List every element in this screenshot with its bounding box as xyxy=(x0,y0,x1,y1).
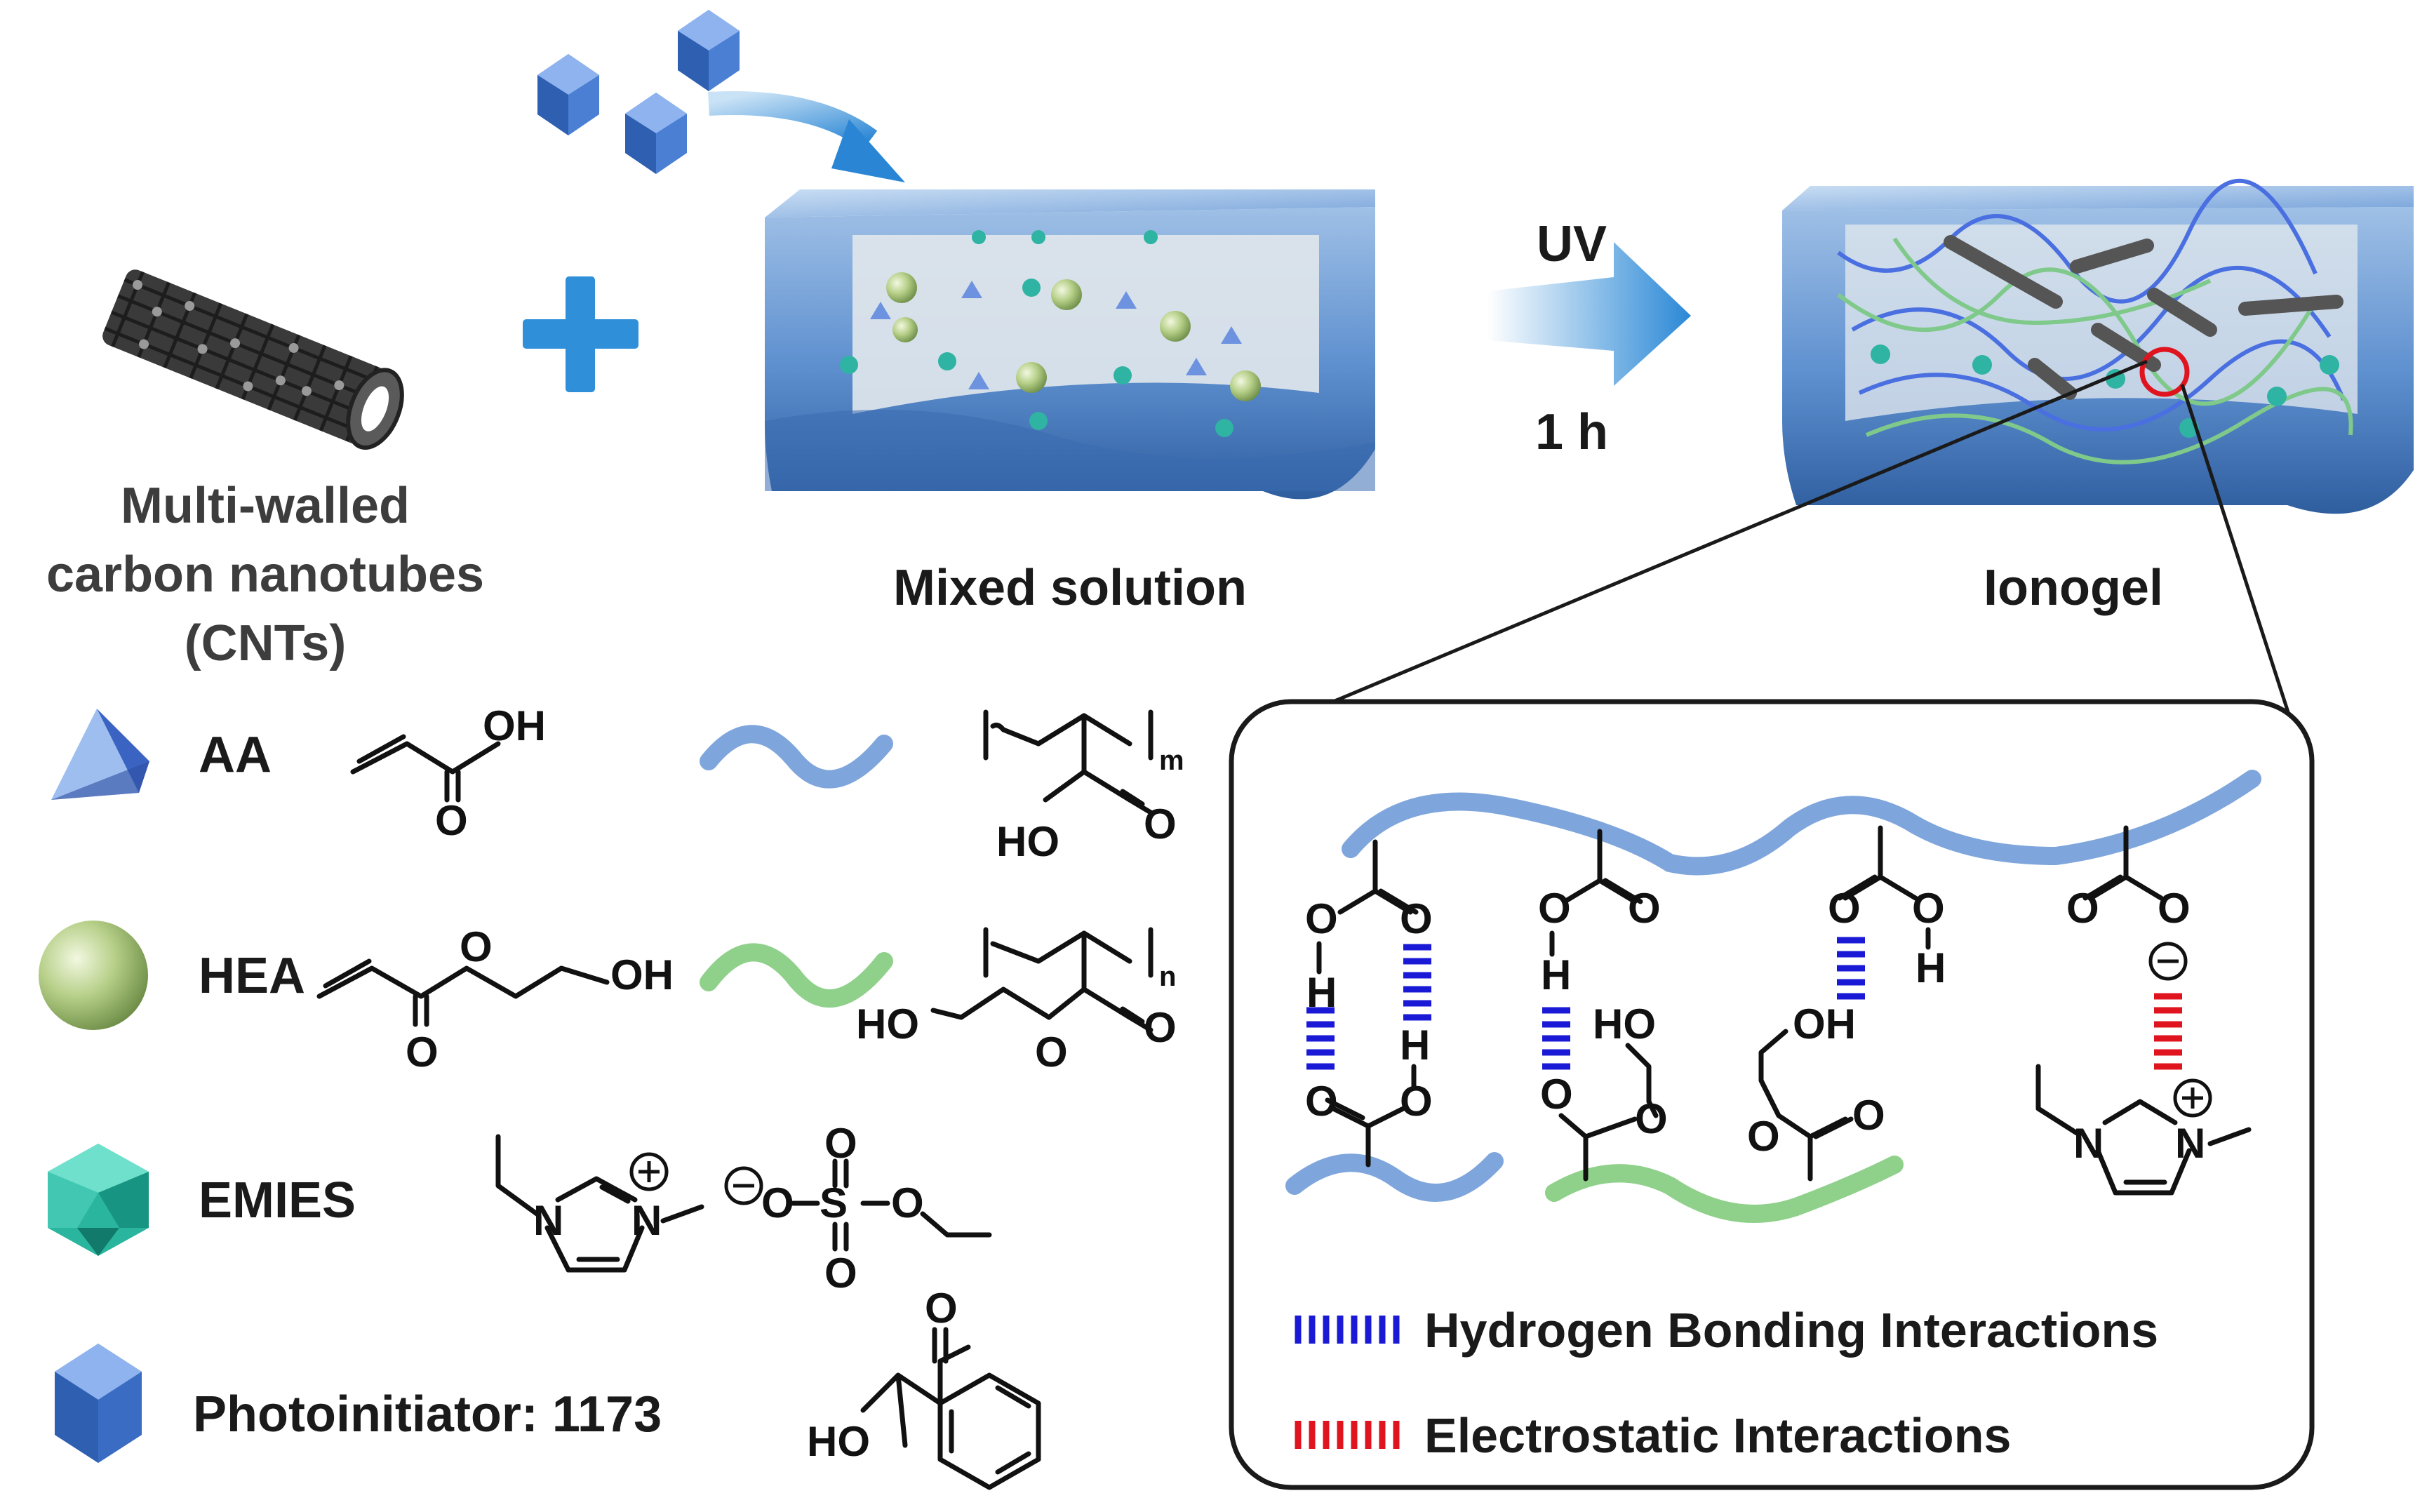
inset-oh-c: OH xyxy=(1793,1001,1856,1048)
inset-phea-chain xyxy=(1545,1156,1904,1223)
aa-label: AA xyxy=(199,727,272,783)
paa-ho-text: HO xyxy=(996,818,1059,865)
emies-o-ester-text: O xyxy=(891,1179,924,1226)
aa-oh-text: OH xyxy=(483,702,546,749)
photoinitiator-o-text: O xyxy=(925,1285,958,1332)
emies-o-bottom-text: O xyxy=(824,1250,857,1297)
photoinitiator-ho-text: HO xyxy=(807,1418,870,1465)
paa-structure: m HO O xyxy=(983,709,1184,865)
inset-o-e1: O xyxy=(2066,885,2099,932)
aa-o-text: O xyxy=(435,797,468,844)
inset-h-b1: H xyxy=(1541,951,1571,998)
emies-o-top-text: O xyxy=(824,1120,857,1167)
hea-o2-text: O xyxy=(406,1029,439,1076)
inset-n1: N xyxy=(2073,1120,2104,1167)
plus-icon xyxy=(523,276,638,392)
inset-o-d1: O xyxy=(1828,885,1861,932)
inset-paa-chain-top xyxy=(1342,770,2261,876)
emies-label: EMIES xyxy=(199,1172,356,1229)
inset-hbond-2 xyxy=(1542,1007,1570,1070)
inset-o-b3: O xyxy=(1540,1071,1573,1118)
phea-structure: n HO O O xyxy=(856,927,1177,1076)
paa-m-text: m xyxy=(1159,745,1184,776)
photoinitiator-label: Photoinitiator: 1173 xyxy=(193,1386,662,1443)
inset-o-d2: O xyxy=(1912,885,1945,932)
inset-electrostatic xyxy=(2154,993,2182,1070)
inset-o-e2: O xyxy=(2158,885,2191,932)
aa-structure: OH O xyxy=(350,702,546,844)
electrostatic-legend-swatch xyxy=(1295,1421,1400,1449)
inset-o-a2: O xyxy=(1400,895,1433,942)
phea-o2-text: O xyxy=(1144,1004,1177,1051)
paa-chain-swatch xyxy=(700,725,893,789)
hbond-legend-swatch xyxy=(1295,1316,1400,1344)
ionogel-label: Ionogel xyxy=(1984,560,2163,616)
hbond-legend-label: Hydrogen Bonding Interactions xyxy=(1424,1303,2158,1358)
inset-n2: N xyxy=(2175,1120,2205,1167)
paa-o-text: O xyxy=(1144,801,1177,848)
cnt-illustration xyxy=(102,269,404,450)
inset-o-c1: O xyxy=(1747,1113,1780,1160)
emies-n2-text: N xyxy=(631,1197,662,1244)
photoinitiator-crystal-icon xyxy=(55,1344,142,1463)
inset-hbond-1 xyxy=(1306,944,1431,1070)
uv-arrow xyxy=(1487,242,1691,386)
mixed-solution-box xyxy=(765,189,1375,500)
hea-o1-text: O xyxy=(460,923,493,970)
hea-label: HEA xyxy=(199,948,305,1004)
phea-ho-text: HO xyxy=(856,1001,919,1048)
time-label: 1 h xyxy=(1535,404,1608,460)
cnt-label-line3: (CNTs) xyxy=(185,615,347,671)
inset-h-a2: H xyxy=(1400,1022,1430,1069)
inset-o-b1: O xyxy=(1538,885,1571,932)
electrostatic-legend-label: Electrostatic Interactions xyxy=(1424,1408,2011,1463)
interaction-inset: O O H H O O O O H O O HO O O OH xyxy=(1229,699,2315,1490)
inset-hbond-3 xyxy=(1837,937,1865,1000)
inset-ho-b: HO xyxy=(1593,1001,1656,1048)
ionogel-box xyxy=(1782,178,2414,514)
phea-chain-swatch xyxy=(700,943,893,1008)
emies-o-text: O xyxy=(761,1179,794,1226)
hea-oh-text: OH xyxy=(610,951,674,998)
hea-structure: O O OH xyxy=(316,923,674,1076)
zoom-highlight-circle xyxy=(2139,347,2190,397)
emies-icosahedron-icon xyxy=(48,1144,149,1256)
photoinitiator-crystals xyxy=(537,10,740,174)
inset-o-c2: O xyxy=(1852,1092,1885,1139)
inset-paa-chain-bottom xyxy=(1285,1152,1504,1202)
emies-cation-structure: N N xyxy=(495,1134,704,1273)
inset-o-a4: O xyxy=(1400,1078,1433,1125)
emies-n1-text: N xyxy=(533,1197,563,1244)
inset-h-d: H xyxy=(1915,944,1946,991)
cnt-label-line2: carbon nanotubes xyxy=(46,547,484,603)
emies-anion-structure: O S O O O xyxy=(724,1120,992,1297)
aa-tetrahedron-icon xyxy=(51,709,149,800)
cnt-label-line1: Multi-walled xyxy=(121,478,410,534)
phea-n-text: n xyxy=(1159,961,1176,992)
inset-o-b2: O xyxy=(1628,885,1661,932)
mixed-solution-label: Mixed solution xyxy=(893,560,1247,616)
hea-sphere-icon xyxy=(39,921,148,1030)
photoinitiator-structure: O HO xyxy=(807,1285,1041,1490)
inset-o-a1: O xyxy=(1305,895,1338,942)
phea-o1-text: O xyxy=(1035,1029,1068,1076)
uv-label: UV xyxy=(1537,216,1607,272)
addition-arrow xyxy=(708,91,905,182)
